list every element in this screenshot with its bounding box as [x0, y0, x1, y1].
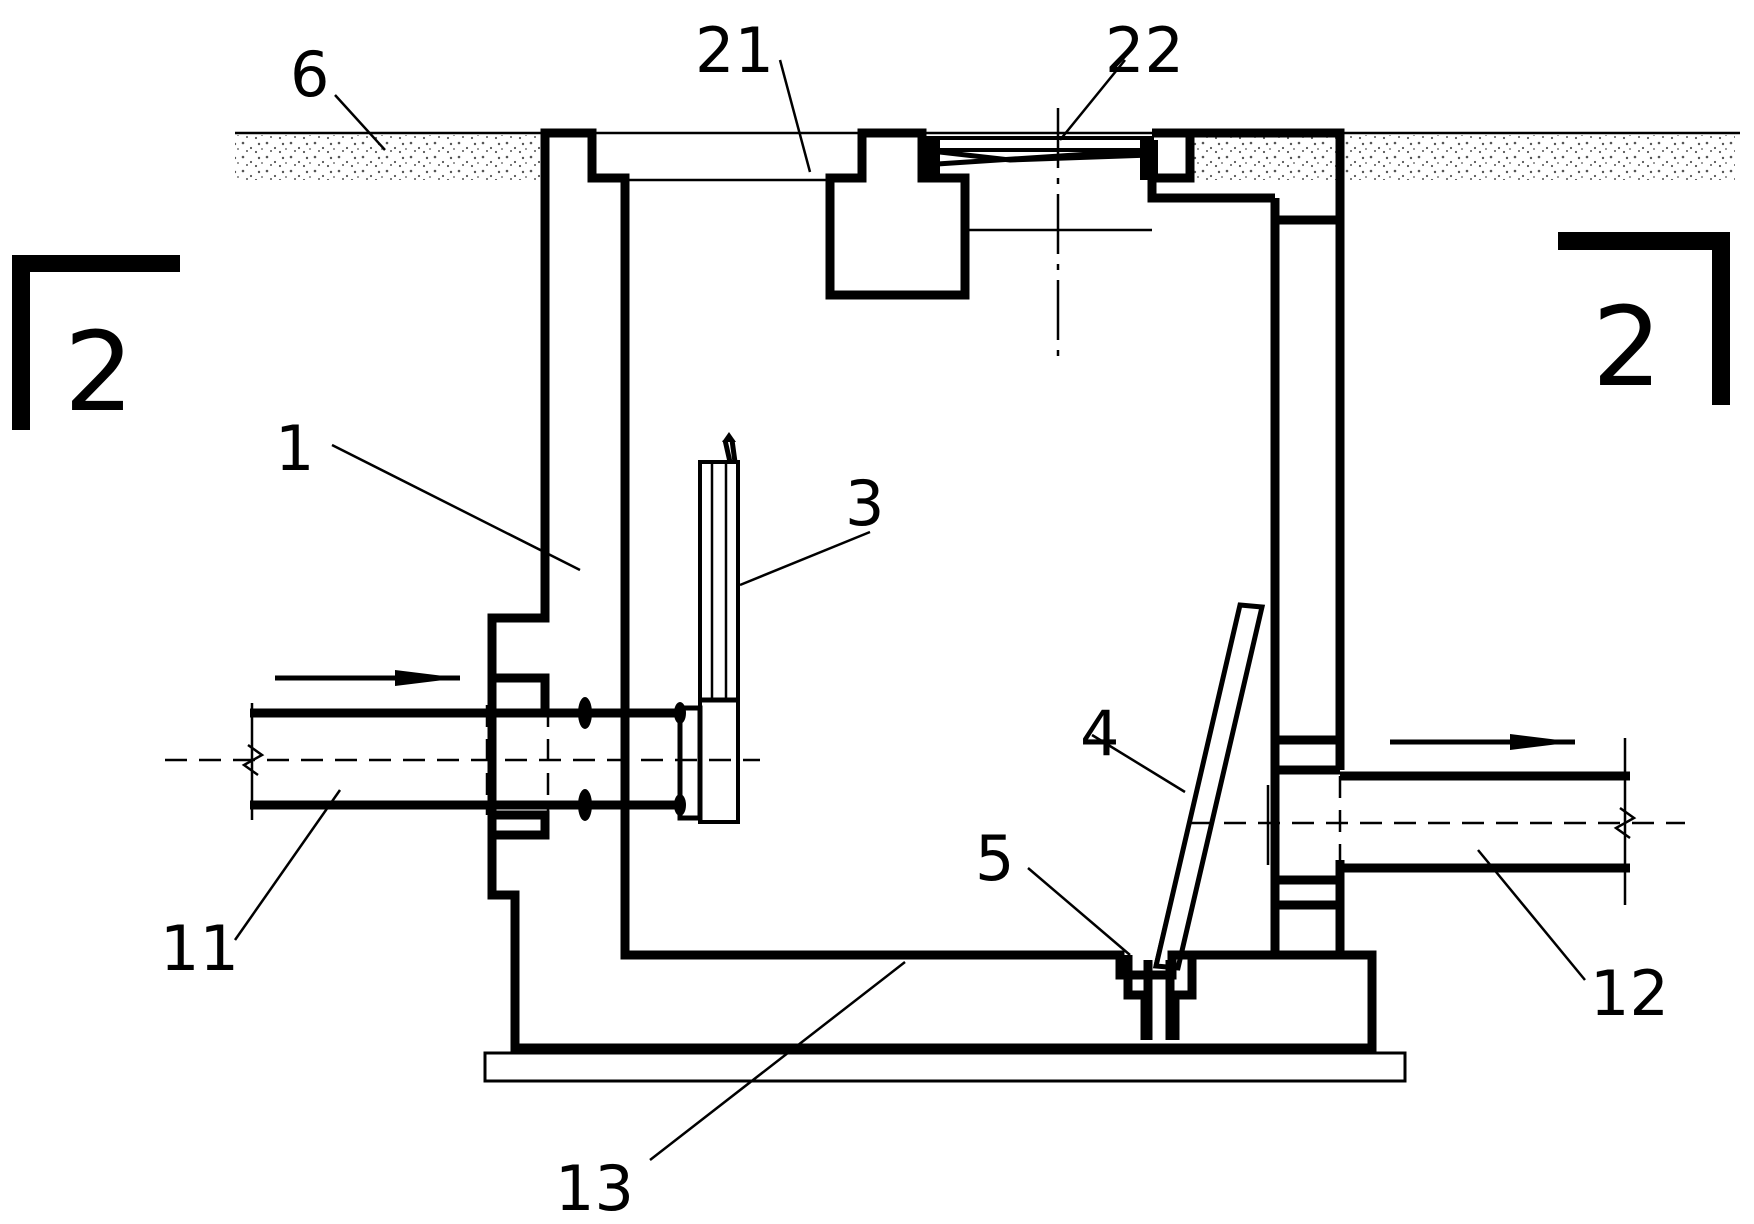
base-slab	[483, 1051, 1407, 1083]
label-overflow-pipe: 4	[1080, 697, 1119, 770]
well-wall	[487, 128, 1377, 1053]
label-ground: 6	[290, 38, 329, 111]
section-mark-right-label: 2	[1592, 283, 1662, 411]
label-well-wall: 1	[275, 412, 314, 485]
ground-surface	[235, 131, 1740, 180]
leader-lines	[233, 59, 1586, 1161]
manhole-cover	[920, 136, 1158, 180]
flap-valve	[677, 432, 740, 824]
label-flap-valve: 3	[845, 467, 884, 540]
section-mark-right: 2	[1558, 232, 1730, 411]
pipe-support	[1123, 955, 1197, 1040]
label-inlet-pipe: 11	[160, 912, 239, 985]
overflow-pipe	[1152, 602, 1266, 971]
outlet-pipe	[1190, 734, 1685, 905]
section-mark-left-label: 2	[64, 308, 134, 436]
label-well-bottom: 13	[555, 1152, 634, 1224]
section-mark-left: 2	[12, 255, 180, 436]
inlet-pipe	[165, 670, 760, 821]
label-outlet-pipe: 12	[1590, 957, 1669, 1030]
label-manhole-cover: 22	[1105, 14, 1184, 87]
label-pipe-support: 5	[975, 822, 1014, 895]
label-cover-seat: 21	[695, 14, 774, 87]
